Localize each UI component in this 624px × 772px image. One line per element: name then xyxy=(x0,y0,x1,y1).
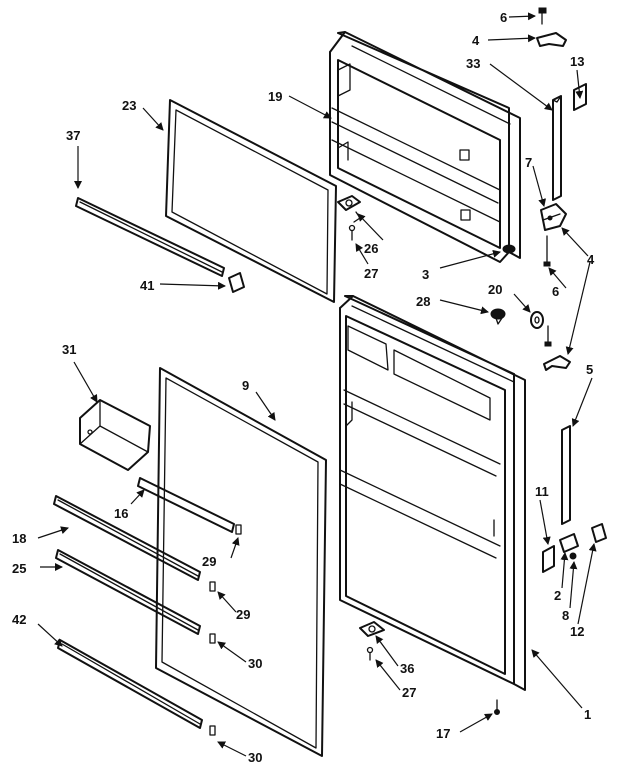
callout-23: 23 xyxy=(122,98,136,113)
callout-27-lower: 27 xyxy=(402,685,416,700)
callout-27-upper: 27 xyxy=(364,266,378,281)
hinge-pin-tube-33 xyxy=(552,95,562,201)
shelf-clip xyxy=(228,272,245,293)
callout-33: 33 xyxy=(466,56,480,71)
door-bar-42 xyxy=(57,639,203,729)
callout-2: 2 xyxy=(554,588,561,603)
freezer-shelf-bar xyxy=(75,197,225,277)
callout-20: 20 xyxy=(488,282,502,297)
freezer-door xyxy=(329,31,521,263)
callout-3: 3 xyxy=(422,267,429,282)
middle-hinge-4 xyxy=(543,355,571,371)
clip-30-lower xyxy=(209,725,216,736)
callout-42: 42 xyxy=(12,612,26,627)
callout-28: 28 xyxy=(416,294,430,309)
door-cap-28 xyxy=(490,308,506,325)
callout-19: 19 xyxy=(268,89,282,104)
callout-labels: 6 4 33 13 19 23 37 7 4 6 26 27 3 41 28 2… xyxy=(12,10,595,765)
door-stop-3 xyxy=(502,244,516,254)
dairy-compartment-cover xyxy=(79,399,151,471)
hinge-screw-6-top xyxy=(538,7,547,25)
callout-41: 41 xyxy=(140,278,154,293)
hinge-screw-6-lower xyxy=(544,325,552,347)
callout-9: 9 xyxy=(242,378,249,393)
callout-29-lower: 29 xyxy=(236,607,250,622)
pivot-8 xyxy=(569,552,577,560)
top-hinge-4 xyxy=(536,32,567,47)
bracket-13 xyxy=(573,83,587,111)
freezer-hinge-bracket xyxy=(337,195,361,223)
callout-4-top: 4 xyxy=(472,33,480,48)
callout-36: 36 xyxy=(400,661,414,676)
callout-25: 25 xyxy=(12,561,26,576)
fresh-food-door-gasket xyxy=(155,367,327,757)
screw-27-lower xyxy=(366,646,374,661)
door-bar-18 xyxy=(53,495,201,581)
screw-27-upper xyxy=(348,224,356,241)
washer-20 xyxy=(530,311,544,329)
bottom-hinge-11 xyxy=(542,545,555,573)
callout-6-top: 6 xyxy=(500,10,507,25)
clip-29-lower xyxy=(209,581,216,592)
callout-13: 13 xyxy=(570,54,584,69)
screw-17 xyxy=(494,699,500,715)
cover-12 xyxy=(591,523,607,543)
leader-lines xyxy=(37,12,597,757)
hinge-pin-tube-5 xyxy=(561,425,571,525)
callout-31: 31 xyxy=(62,342,76,357)
callout-7: 7 xyxy=(525,155,532,170)
callout-12: 12 xyxy=(570,624,584,639)
callout-6-mid: 6 xyxy=(552,284,559,299)
fresh-food-hinge-bracket xyxy=(359,621,385,637)
callout-4-mid: 4 xyxy=(587,252,595,267)
fresh-food-door xyxy=(339,295,526,691)
callout-26: 26 xyxy=(364,241,378,256)
hinge-bracket-2 xyxy=(559,533,579,553)
callout-5: 5 xyxy=(586,362,593,377)
callout-29-upper: 29 xyxy=(202,554,216,569)
callout-17: 17 xyxy=(436,726,450,741)
clip-30-upper xyxy=(209,633,216,644)
callout-16: 16 xyxy=(114,506,128,521)
callout-1: 1 xyxy=(584,707,591,722)
callout-11: 11 xyxy=(535,484,549,499)
hinge-screw-6-mid xyxy=(543,235,551,267)
callout-8: 8 xyxy=(562,608,569,623)
callout-30-upper: 30 xyxy=(248,656,262,671)
callout-30-lower: 30 xyxy=(248,750,262,765)
freezer-door-gasket xyxy=(165,99,337,303)
clip-29-upper xyxy=(235,524,242,535)
door-bar-16 xyxy=(137,477,235,533)
center-hinge-7 xyxy=(540,203,567,231)
door-bar-25 xyxy=(55,549,201,635)
callout-18: 18 xyxy=(12,531,26,546)
callout-37: 37 xyxy=(66,128,80,143)
